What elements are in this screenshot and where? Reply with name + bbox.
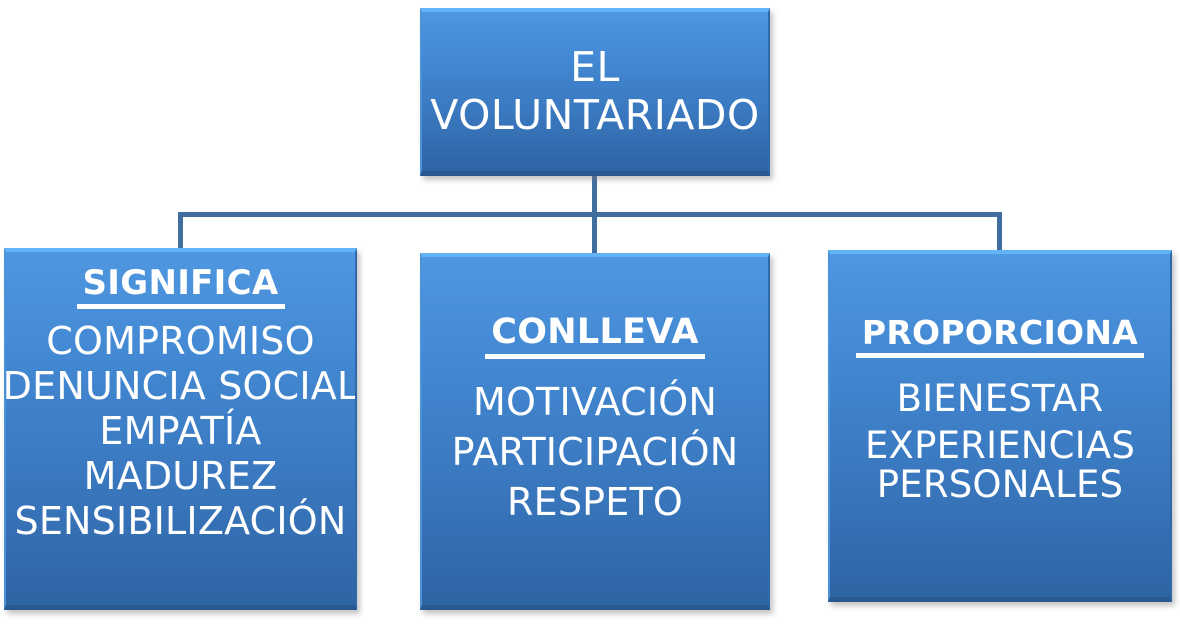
connector-root-stem: [592, 173, 597, 217]
branch-item-compromiso: COMPROMISO: [46, 319, 315, 363]
branch-item-motivacion: MOTIVACIÓN: [472, 380, 718, 424]
node-root-voluntariado[interactable]: EL VOLUNTARIADO: [420, 8, 770, 176]
connector-to-branch-significa: [178, 212, 183, 254]
node-branch-proporciona[interactable]: PROPORCIONA BIENESTAR EXPERIENCIAS PERSO…: [828, 250, 1172, 602]
connector-to-branch-proporciona: [997, 212, 1002, 254]
branch-item-respeto: RESPETO: [507, 480, 683, 524]
branch-heading-proporciona: PROPORCIONA: [855, 316, 1145, 358]
branch-item-personales: PERSONALES: [876, 463, 1124, 506]
node-branch-conlleva[interactable]: CONLLEVA MOTIVACIÓN PARTICIPACIÓN RESPET…: [420, 253, 770, 610]
root-title-line-1: EL: [570, 43, 620, 91]
connector-horizontal-bus: [178, 212, 1002, 217]
branch-item-bienestar: BIENESTAR: [896, 377, 1104, 420]
branch-item-participacion: PARTICIPACIÓN: [451, 430, 739, 474]
branch-item-denuncia-social: DENUNCIA SOCIAL: [4, 364, 357, 408]
node-branch-significa[interactable]: SIGNIFICA COMPROMISO DENUNCIA SOCIAL EMP…: [4, 248, 357, 610]
connector-to-branch-conlleva: [592, 212, 597, 258]
branch-heading-conlleva: CONLLEVA: [485, 315, 706, 359]
branch-item-madurez: MADUREZ: [83, 454, 278, 498]
branch-item-empatia: EMPATÍA: [99, 409, 262, 453]
branch-heading-significa: SIGNIFICA: [76, 266, 285, 309]
root-title-line-2: VOLUNTARIADO: [430, 91, 760, 139]
branch-item-experiencias: EXPERIENCIAS: [864, 424, 1136, 467]
branch-item-sensibilizacion: SENSIBILIZACIÓN: [14, 499, 347, 543]
